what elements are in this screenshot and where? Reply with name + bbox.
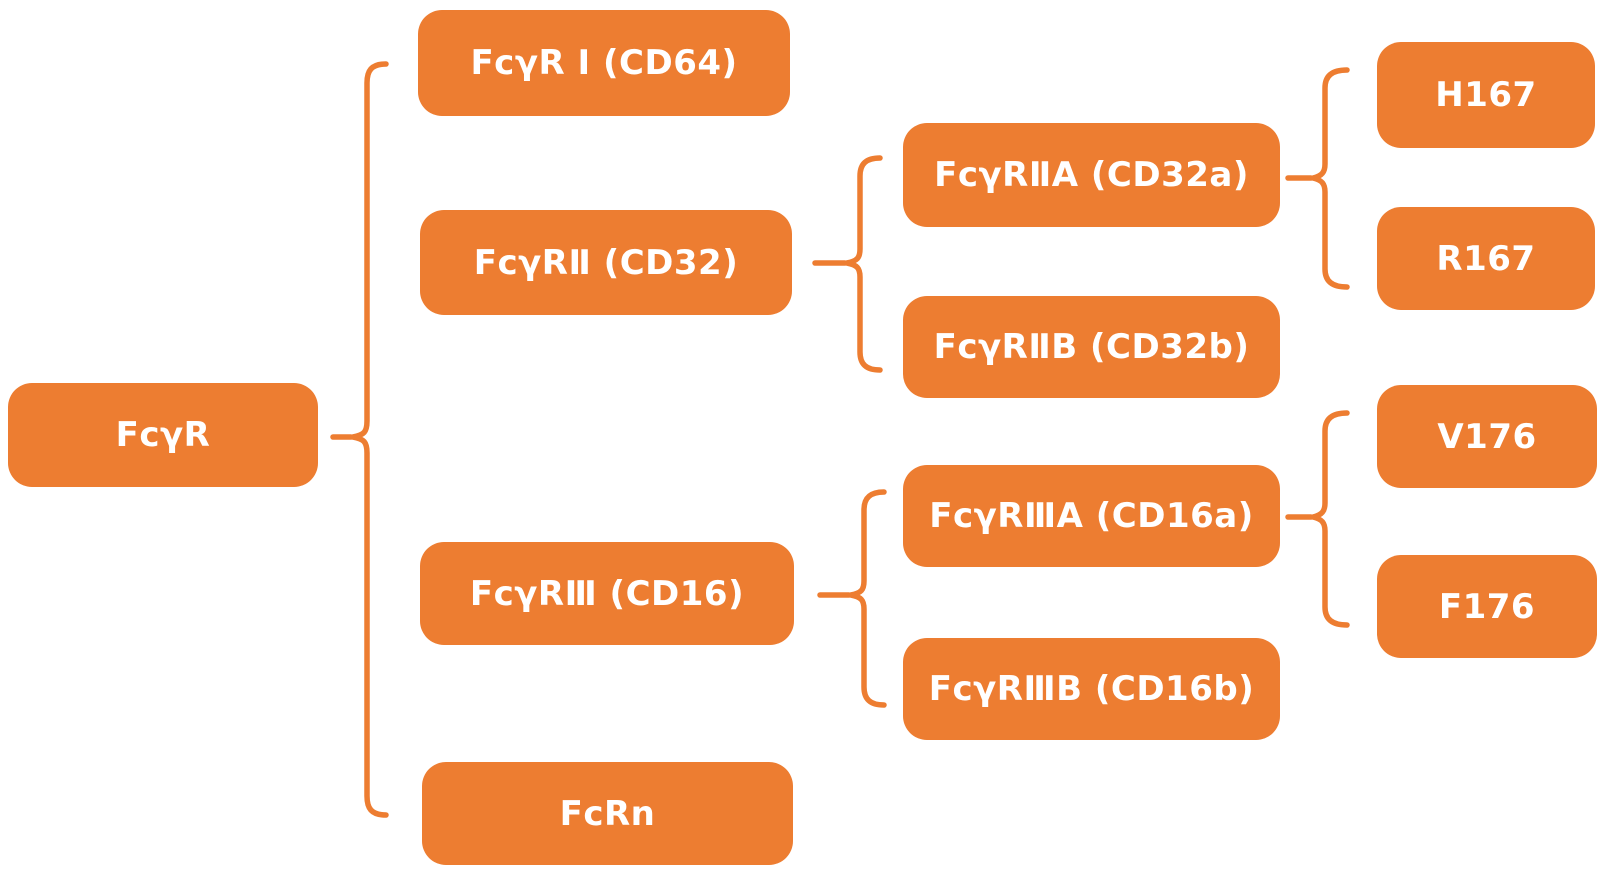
bracket-fcgr3a-children [1310, 410, 1350, 628]
bracket-root-children [350, 61, 389, 818]
bracket-fcgr2a-children [1310, 67, 1350, 290]
node-r167: R167 [1377, 207, 1595, 310]
node-fcgr3a-cd16a: FcγRⅢA (CD16a) [903, 465, 1280, 567]
node-fcgr3b-cd16b: FcγRⅢB (CD16b) [903, 638, 1280, 740]
node-h167: H167 [1377, 42, 1595, 148]
node-fcrn: FcRn [422, 762, 793, 865]
node-v176: V176 [1377, 385, 1597, 488]
node-fcgr2a-cd32a: FcγRⅡA (CD32a) [903, 123, 1280, 227]
node-fcgr2b-cd32b: FcγRⅡB (CD32b) [903, 296, 1280, 398]
bracket-fcgr2-children [844, 155, 883, 373]
node-fcgr1-cd64: FcγR Ⅰ (CD64) [418, 10, 790, 116]
node-f176: F176 [1377, 555, 1597, 658]
node-fcgr2-cd32: FcγRⅡ (CD32) [420, 210, 792, 315]
node-fcgr-root: FcγR [8, 383, 318, 487]
node-fcgr3-cd16: FcγRⅢ (CD16) [420, 542, 794, 645]
bracket-fcgr3-children [848, 489, 887, 708]
